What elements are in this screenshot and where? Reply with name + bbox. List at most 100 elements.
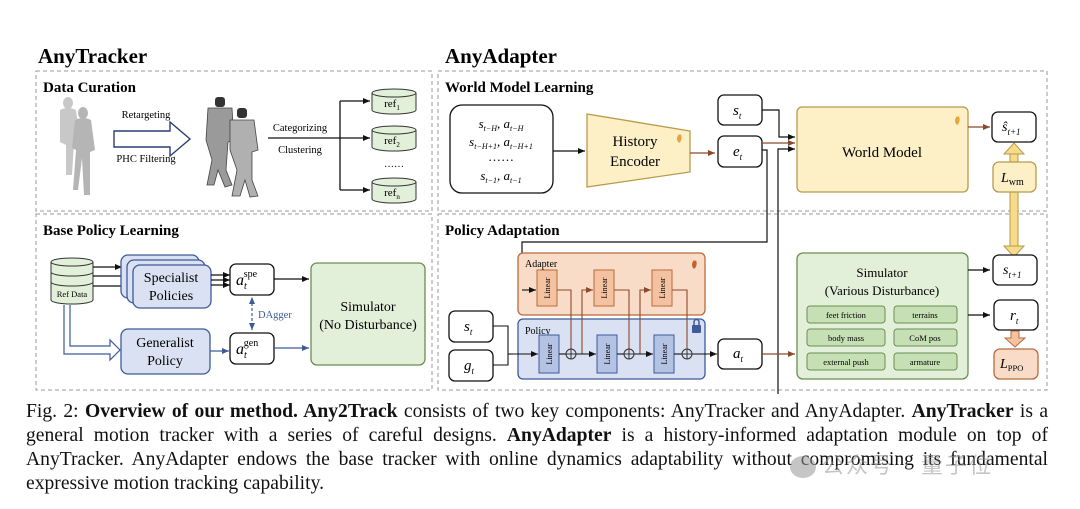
data-curation-panel (35, 70, 433, 212)
r-t-box (993, 299, 1039, 331)
world-model-panel (437, 70, 1048, 212)
reward-to-loss-arrow (1003, 330, 1027, 348)
simulator-no-disturbance-line2: (No Disturbance) (319, 318, 417, 333)
svg-text:external push: external push (823, 357, 869, 367)
flame-icon (692, 260, 697, 269)
history-rows: st−H, at−H st−H+1, at−H+1 …… st−1, at−1 (469, 116, 533, 185)
ref-data-database: Ref Data (50, 257, 94, 305)
lock-icon (692, 318, 701, 333)
specialist-policies-box (132, 264, 212, 309)
a-gen-label: atgen (236, 338, 258, 361)
specialist-label-line1: Specialist (144, 271, 199, 286)
ref-cylinder: refn (371, 177, 417, 204)
policy-linear-layer: Linear (538, 334, 560, 374)
generalist-label-line1: Generalist (136, 336, 194, 351)
disturbance-chip: external push (806, 352, 886, 371)
caption-prefix: Fig. 2: (26, 401, 85, 422)
svg-text:st−H, at−H: st−H, at−H (479, 116, 525, 133)
world-model-learning-title: World Model Learning (445, 80, 594, 96)
inputs-merge-line (493, 325, 509, 366)
retargeting-label: Retargeting (122, 110, 172, 121)
svg-text:feet friction: feet friction (826, 310, 867, 320)
data-curation-title: Data Curation (43, 80, 137, 96)
svg-text:body mass: body mass (828, 333, 864, 343)
l-wm-box (992, 161, 1037, 193)
e-t-label: et (733, 144, 743, 162)
categorize-branches (268, 98, 370, 193)
e-t-box (717, 135, 763, 168)
world-model-label: World Model (842, 145, 922, 161)
a-t-label: at (733, 346, 744, 364)
base-policy-title: Base Policy Learning (43, 223, 179, 239)
r-t-label: rt (1010, 308, 1019, 326)
l-ppo-box (993, 348, 1039, 380)
disturbance-chip: terrains (893, 305, 958, 324)
history-encoder-line1: History (613, 134, 659, 150)
policy-linear-layer: Linear (596, 334, 618, 374)
simulator-various-line1: Simulator (856, 265, 908, 280)
svg-text:……: …… (488, 149, 514, 164)
caption-bold-anytracker: AnyTracker (911, 401, 1014, 422)
s-t-label-world: st (733, 103, 742, 121)
policy-label: Policy (525, 326, 551, 337)
s-hat-next-box (991, 111, 1037, 143)
adapter-wiring (522, 287, 688, 354)
wechat-icon (790, 456, 816, 478)
ref-to-generalist-arrow (63, 305, 121, 362)
flame-icon (955, 116, 960, 125)
base-policy-panel (35, 213, 433, 391)
a-spe-label: atspe (236, 269, 258, 292)
anytracker-title: AnyTracker (38, 44, 147, 68)
sum-node (565, 348, 577, 360)
specialist-label-line2: Policies (149, 289, 193, 304)
history-window-box (449, 104, 554, 194)
svg-text:Linear: Linear (658, 277, 667, 298)
retargeting-arrow (113, 120, 192, 158)
svg-text:Linear: Linear (545, 343, 554, 364)
caption-text-2: is a general motion tracker with a serie… (26, 401, 1049, 446)
humanoid-robot-figures (205, 97, 259, 198)
svg-text:terrains: terrains (912, 310, 938, 320)
caption-bold-overview: Overview of our method. Any2Track (84, 401, 398, 422)
disturbance-chip: feet friction (806, 305, 886, 324)
s-hat-next-label: ŝt+1 (1002, 120, 1021, 137)
adapter-linear-layer: Linear (593, 269, 615, 307)
flame-icon (677, 134, 682, 143)
ref-ellipsis: …… (384, 159, 404, 170)
adapter-linear-layer: Linear (651, 269, 673, 307)
svg-text:Linear: Linear (600, 277, 609, 298)
ref-cylinder: ref2 (371, 125, 417, 152)
categorizing-label: Categorizing (273, 123, 328, 134)
svg-text:ref1: ref1 (384, 98, 400, 112)
g-t-label: gt (464, 358, 475, 376)
policy-linear-layer: Linear (653, 334, 675, 374)
anyadapter-title: AnyAdapter (445, 44, 557, 68)
svg-text:armature: armature (910, 357, 940, 367)
generalist-label-line2: Policy (147, 354, 183, 369)
dagger-label: DAgger (258, 310, 292, 321)
adapter-linear-layer: Linear (536, 269, 558, 307)
policy-adaptation-title: Policy Adaptation (445, 223, 560, 239)
human-motion-figures (60, 97, 95, 195)
history-encoder-trapezoid (586, 113, 691, 188)
world-model-box (796, 106, 969, 193)
simulator-various-line2: (Various Disturbance) (825, 283, 939, 298)
disturbance-chip: armature (893, 352, 958, 371)
svg-text:CoM pos: CoM pos (909, 333, 940, 343)
l-ppo-label: LPPO (999, 357, 1023, 373)
ref-cylinder: ref1 (371, 88, 417, 115)
svg-text:Linear: Linear (543, 277, 552, 298)
disturbance-chip: CoM pos (893, 328, 958, 347)
svg-text:Linear: Linear (603, 343, 612, 364)
watermark: 公众号 · 量子位 (790, 448, 993, 480)
s-t-label-policy: st (464, 319, 473, 337)
svg-text:refn: refn (384, 187, 400, 201)
svg-text:st−H+1, at−H+1: st−H+1, at−H+1 (469, 134, 533, 151)
svg-text:Ref Data: Ref Data (57, 289, 88, 299)
history-encoder-line2: Encoder (610, 154, 660, 170)
disturbance-chip: body mass (806, 328, 886, 347)
sum-node (623, 348, 635, 360)
phc-filtering-label: PHC Filtering (116, 154, 176, 165)
policy-adaptation-panel (437, 213, 1048, 391)
